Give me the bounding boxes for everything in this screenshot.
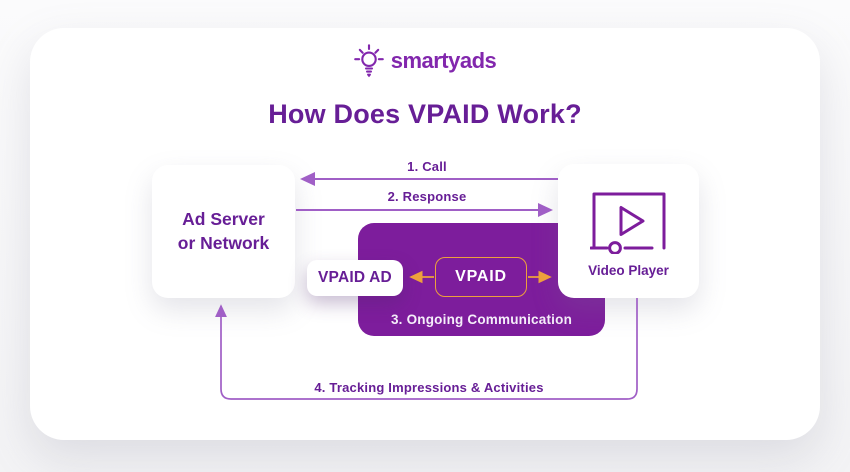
node-vpaid: VPAID — [435, 257, 527, 297]
node-video-player: Video Player — [558, 164, 699, 298]
node-vpaid-ad-label: VPAID AD — [318, 269, 392, 286]
flow-label-call: 1. Call — [407, 159, 447, 174]
node-ad-server: Ad Server or Network — [152, 165, 295, 298]
lightbulb-icon — [353, 44, 384, 78]
brand-logo: smartyads — [0, 44, 850, 78]
node-ad-server-label: Ad Server or Network — [178, 208, 269, 255]
ad-server-line2: or Network — [177, 232, 270, 253]
node-vpaid-ad: VPAID AD — [307, 260, 403, 296]
page-title: How Does VPAID Work? — [268, 99, 582, 129]
ad-server-line1: Ad Server — [182, 208, 265, 229]
flow-label-tracking: 4. Tracking Impressions & Activities — [314, 380, 544, 395]
video-player-icon — [589, 192, 665, 254]
brand-logo-text: smartyads — [390, 48, 497, 73]
flow-label-ongoing: 3. Ongoing Communication — [390, 312, 573, 327]
node-vpaid-label: VPAID — [455, 268, 507, 285]
node-video-player-label: Video Player — [588, 263, 669, 278]
flow-label-response: 2. Response — [387, 189, 467, 204]
